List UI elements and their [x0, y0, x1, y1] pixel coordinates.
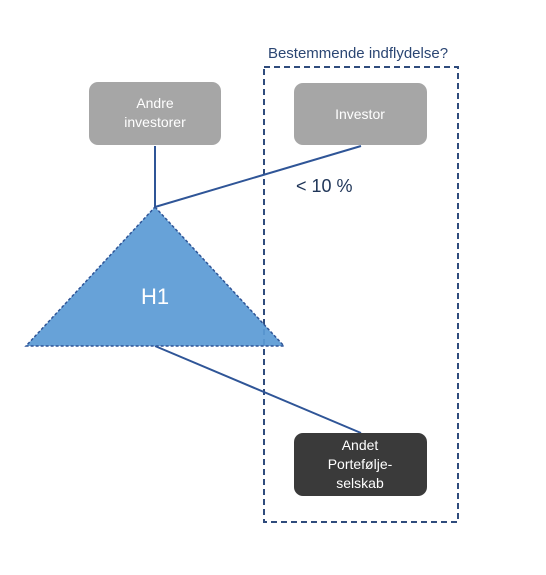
node-investor: Investor	[294, 83, 427, 145]
node-andre-investorer-line-2: investorer	[124, 114, 186, 130]
control-region-title: Bestemmende indflydelse?	[268, 45, 448, 62]
edge-h1-portefolje	[154, 345, 362, 434]
node-h1: H1	[24, 205, 286, 347]
node-portefolje-line-3: selskab	[336, 475, 384, 491]
control-region-box	[263, 66, 459, 523]
node-portefolje-line-1: Andet	[342, 437, 379, 453]
investor-share-label: < 10 %	[296, 176, 353, 196]
node-portefolje: Andet Portefølje- selskab	[294, 433, 427, 496]
node-h1-label: H1	[141, 284, 169, 309]
node-portefolje-line-2: Portefølje-	[328, 456, 393, 472]
node-andre-investorer: Andre investorer	[89, 82, 221, 145]
node-andre-investorer-line-1: Andre	[136, 95, 174, 111]
node-investor-line-1: Investor	[335, 106, 385, 122]
edge-investor-h1	[154, 145, 362, 208]
